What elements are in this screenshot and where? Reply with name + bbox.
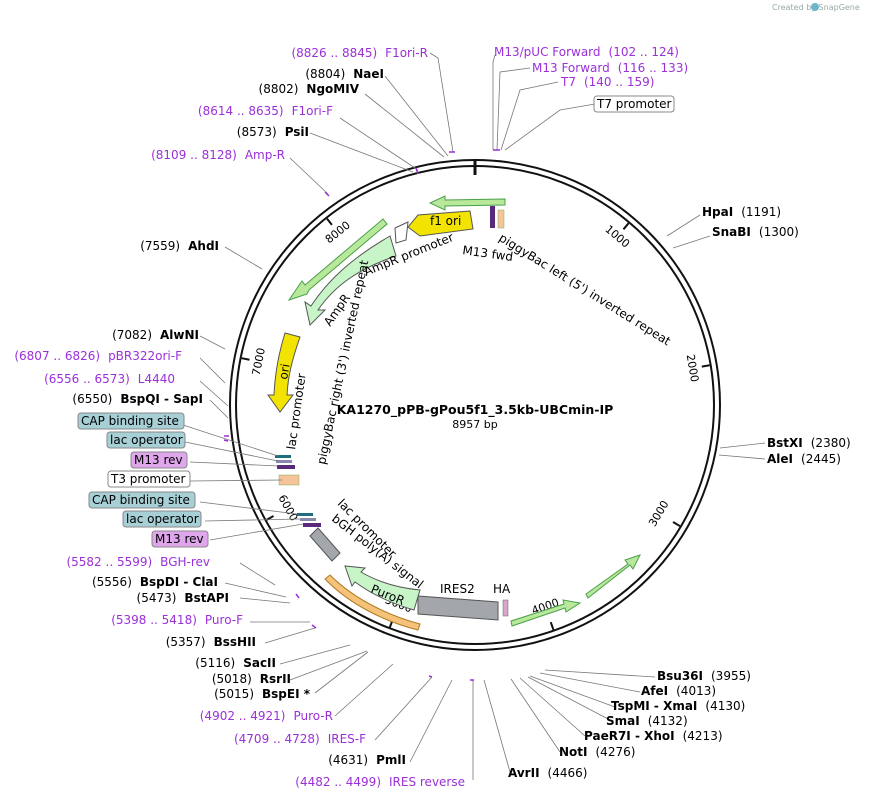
- tick-label: 8000: [323, 219, 353, 247]
- ha-label: HA: [493, 582, 511, 596]
- label-bsshii[interactable]: (5357)BssHII: [166, 635, 256, 649]
- snapgene-logo-icon: [811, 3, 819, 11]
- lac-cluster-upper[interactable]: [275, 455, 300, 486]
- label-bstapi[interactable]: (5473)BstAPI: [137, 591, 229, 605]
- label-l4440[interactable]: (6556 .. 6573)L4440: [44, 372, 175, 386]
- tick-4000: [549, 621, 555, 631]
- feature-box-cap-binding-site[interactable]: CAP binding site: [77, 412, 185, 430]
- tick-label: 2000: [684, 353, 701, 383]
- piggybac-left-label: piggyBac left (5') inverted repeat: [496, 231, 673, 349]
- svg-text:CAP binding site: CAP binding site: [92, 493, 190, 507]
- ires2-feature[interactable]: [417, 595, 499, 621]
- svg-text:CAP binding site: CAP binding site: [81, 414, 179, 428]
- label-ngomiv[interactable]: (8802)NgoMIV: [259, 82, 360, 96]
- svg-text:T7 promoter: T7 promoter: [596, 97, 672, 111]
- svg-text:M13 rev: M13 rev: [155, 532, 204, 546]
- feature-box-m13-rev[interactable]: M13 rev: [130, 451, 188, 469]
- label-ahdi[interactable]: (7559)AhdI: [140, 239, 219, 253]
- label-amp-r[interactable]: (8109 .. 8128)Amp-R: [151, 148, 285, 162]
- tick-label: 3000: [646, 498, 671, 529]
- ori-feature[interactable]: ori: [267, 332, 301, 413]
- t7-promoter-box[interactable]: T7 promoter: [593, 95, 675, 113]
- label-bspqi-sapi[interactable]: (6550)BspQI - SapI: [72, 392, 203, 406]
- label-puro-r[interactable]: (4902 .. 4921)Puro-R: [200, 709, 333, 723]
- feature-box-lac-operator[interactable]: lac operator: [122, 510, 202, 528]
- tick-8000: [326, 218, 333, 226]
- ampr-promoter-feature[interactable]: [394, 221, 409, 244]
- enzyme-label-tspmi-xmai[interactable]: TspMI - XmaI(4130): [611, 699, 745, 713]
- feature-box-lac-operator[interactable]: lac operator: [106, 431, 186, 449]
- enzyme-label-alei[interactable]: AleI(2445): [767, 452, 841, 466]
- plasmid-length: 8957 bp: [452, 418, 497, 431]
- ampr-feature[interactable]: [304, 235, 397, 327]
- enzyme-label-bstxi[interactable]: BstXI(2380): [767, 436, 851, 450]
- label-pmli[interactable]: (4631)PmlI: [328, 753, 406, 767]
- primer-label-top[interactable]: T7(140 .. 159): [560, 75, 654, 89]
- labels: HpaI(1191) SnaBI(1300) BstXI(2380) AleI(244…: [14, 45, 850, 789]
- label-ires-reverse[interactable]: (4482 .. 4499)IRES reverse: [295, 775, 465, 789]
- enzyme-label-smai[interactable]: SmaI(4132): [606, 714, 688, 728]
- label-bspdi-clai[interactable]: (5556)BspDI - ClaI: [92, 575, 218, 589]
- enzyme-label-snabi[interactable]: SnaBI(1300): [712, 225, 799, 239]
- enzyme-label-noti[interactable]: NotI(4276): [559, 745, 635, 759]
- label-f1ori-r[interactable]: (8826 .. 8845)F1ori-R: [291, 46, 428, 60]
- tick-label: 1000: [602, 223, 632, 251]
- tick-2000: [701, 364, 710, 368]
- label-psii[interactable]: (8573)PsiI: [237, 125, 309, 139]
- svg-text:M13 rev: M13 rev: [134, 453, 183, 467]
- tick-3000: [672, 521, 681, 527]
- f1-ori-feature[interactable]: f1 ori: [407, 210, 474, 237]
- tick-6000: [266, 515, 275, 521]
- label-bgh-rev[interactable]: (5582 .. 5599)BGH-rev: [66, 555, 210, 569]
- bgh-polya-feature[interactable]: [309, 527, 341, 562]
- feature-box-m13-rev[interactable]: M13 rev: [151, 530, 209, 548]
- m13-fwd-marker: [490, 206, 495, 228]
- label-rsrii[interactable]: (5018)RsrII: [212, 672, 291, 686]
- svg-text:lac operator: lac operator: [110, 433, 183, 447]
- enzyme-label-bsu36i[interactable]: Bsu36I(3955): [657, 669, 751, 683]
- f1-ori-label: f1 ori: [430, 214, 461, 228]
- svg-text:T3 promoter: T3 promoter: [110, 472, 186, 486]
- enzyme-label-avrii[interactable]: AvrII(4466): [508, 766, 587, 780]
- primer-marks: [223, 149, 500, 681]
- label-naei[interactable]: (8804)NaeI: [305, 67, 384, 81]
- plasmid-title: KA1270_pPB-gPou5f1_3.5kb-UBCmin-IP: [337, 402, 614, 418]
- ha-feature[interactable]: [502, 599, 509, 617]
- label-bspei-[interactable]: (5015)BspEI *: [214, 687, 311, 701]
- bgh-label: bGH poly(A) signal: [329, 511, 426, 591]
- tick-7000: [241, 357, 250, 361]
- feature-arrows-outer[interactable]: [287, 195, 641, 627]
- label-f1ori-f[interactable]: (8614 .. 8635)F1ori-F: [198, 104, 333, 118]
- puror-primer-arrow: [324, 574, 421, 631]
- t7-promoter-marker: [497, 209, 505, 229]
- feature-box-t3-promoter[interactable]: T3 promoter: [107, 470, 191, 488]
- label-puro-f[interactable]: (5398 .. 5418)Puro-F: [111, 613, 243, 627]
- tick-label: 7000: [250, 347, 268, 377]
- label-pbr322ori-f[interactable]: (6807 .. 6826)pBR322ori-F: [14, 349, 182, 363]
- primer-label-top[interactable]: M13 Forward(116 .. 133): [532, 61, 688, 75]
- svg-text:lac operator: lac operator: [126, 512, 199, 526]
- ires2-label: IRES2: [440, 582, 475, 596]
- enzyme-label-hpai[interactable]: HpaI(1191): [702, 205, 781, 219]
- primer-label-top[interactable]: M13/pUC Forward(102 .. 124): [494, 45, 679, 59]
- label-ires-f[interactable]: (4709 .. 4728)IRES-F: [234, 732, 366, 746]
- feature-box-cap-binding-site[interactable]: CAP binding site: [88, 491, 196, 509]
- enzyme-label-paer7i-xhoi[interactable]: PaeR7I - XhoI(4213): [584, 729, 723, 743]
- enzyme-label-afei[interactable]: AfeI(4013): [641, 684, 716, 698]
- ori-label: ori: [276, 363, 292, 381]
- label-alwni[interactable]: (7082)AlwNI: [112, 328, 199, 342]
- leader-lines: [179, 52, 766, 780]
- tick-1000: [622, 222, 630, 230]
- lac-cluster-lower[interactable]: [297, 513, 321, 527]
- label-sacii[interactable]: (5116)SacII: [195, 656, 276, 670]
